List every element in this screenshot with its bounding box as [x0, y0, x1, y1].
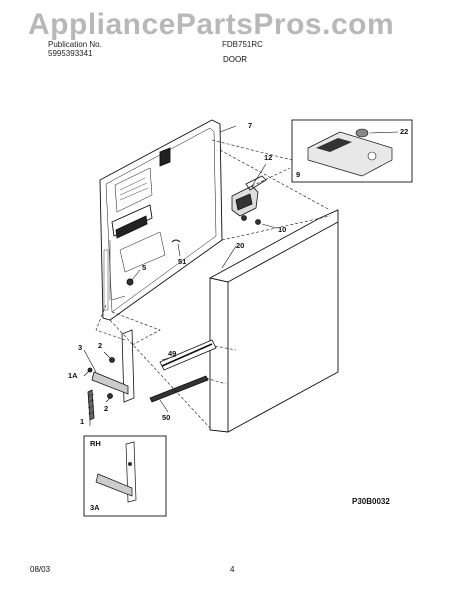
callout-2-lower: 2	[104, 404, 108, 413]
section-title: DOOR	[223, 55, 247, 64]
publication-label: Publication No.	[48, 40, 102, 49]
callout-12: 12	[264, 153, 272, 162]
callout-49: 49	[168, 349, 176, 358]
inner-door-panel	[99, 119, 223, 321]
callout-9: 9	[296, 170, 300, 179]
dispenser-inset	[291, 119, 413, 183]
callout-7: 7	[248, 121, 252, 130]
vent-strips	[149, 339, 217, 403]
rh-hinge-inset	[83, 435, 167, 517]
callout-22: 22	[400, 127, 408, 136]
callout-3: 3	[78, 343, 82, 352]
model-number: FDB751RC	[222, 40, 263, 49]
callout-rh: RH	[90, 439, 101, 448]
callout-10: 10	[278, 225, 286, 234]
callout-51: 51	[178, 257, 186, 266]
callout-5: 5	[142, 263, 146, 272]
callout-20: 20	[236, 241, 244, 250]
hinge-assembly	[87, 329, 135, 421]
diagram-code: P30B0032	[352, 497, 390, 506]
outer-door-panel	[209, 209, 339, 433]
footer-date: 08/03	[30, 565, 51, 574]
watermark: AppliancePartsPros.com	[28, 8, 395, 41]
callout-1: 1	[80, 417, 84, 426]
door-latch	[231, 175, 267, 225]
callout-1a: 1A	[68, 371, 78, 380]
publication-number: 5995393341	[48, 49, 93, 58]
solid-leaders	[83, 125, 399, 426]
callout-2-upper: 2	[98, 341, 102, 350]
footer-page-number: 4	[230, 565, 235, 574]
callout-3a: 3A	[90, 503, 100, 512]
callout-50: 50	[162, 413, 170, 422]
